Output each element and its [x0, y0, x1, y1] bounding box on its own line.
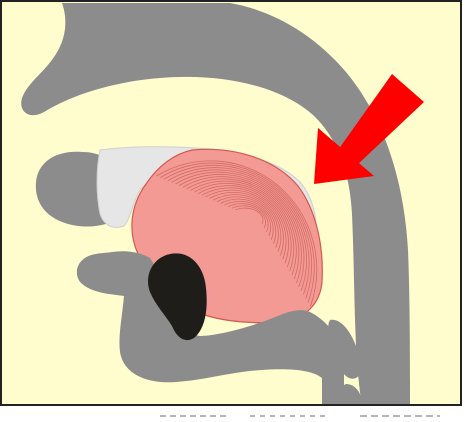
diagram-canvas	[0, 0, 465, 422]
anatomy-diagram	[0, 0, 465, 422]
